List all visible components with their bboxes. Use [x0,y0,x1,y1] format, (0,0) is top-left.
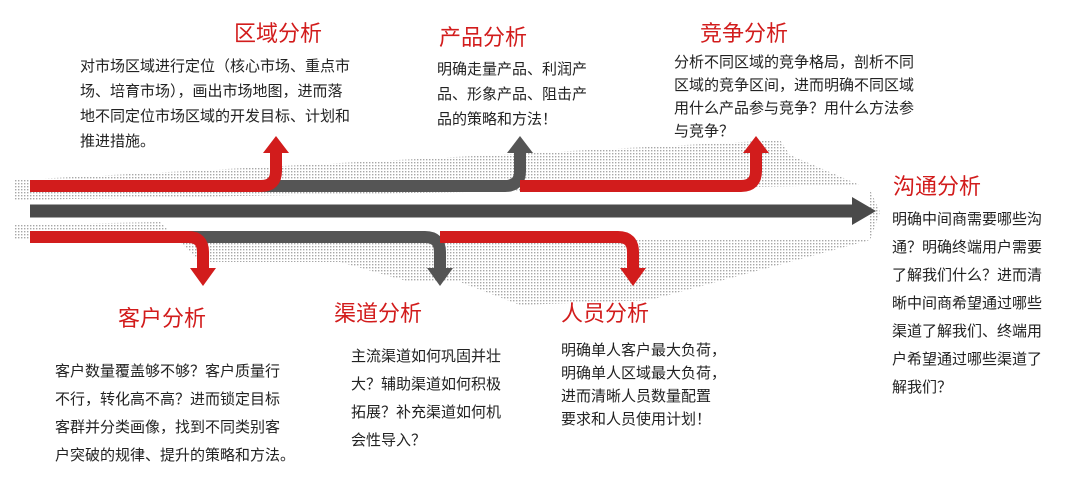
customer-title: 客户分析 [118,307,207,332]
competition-arrow-head [743,136,769,153]
communication-title: 沟通分析 [893,175,982,200]
product-description: 明确走量产品、利润产 品、形象产品、阻击产 品的策略和方法！ [437,60,588,128]
competition-description: 分析不同区域的竞争格局，剖析不同 区域的竞争区间，进而明确不同区域 用什么产品参… [674,53,915,140]
personnel-arrow-head [620,268,646,286]
region-title: 区域分析 [234,22,323,47]
communication-description: 明确中间商需要哪些沟 通？明确终端用户需要 了解我们什么？进而清 晰中间商希望通… [892,210,1043,396]
region-description: 对市场区域进行定位（核心市场、重点市 场、培育市场），画出市场地图，进而落 地不… [80,57,351,150]
personnel-description: 明确单人客户最大负荷， 明确单人区域最大负荷， 进而清晰人员数量配置 要求和人员… [561,341,727,428]
customer-arrow-head [190,268,216,286]
region-flow-line [30,153,282,192]
product-flow-line [30,153,526,192]
customer-flow-line [30,231,209,268]
competition-title: 竞争分析 [700,22,789,47]
personnel-title: 人员分析 [561,302,650,327]
competition-flow-line [520,153,762,192]
channel-description: 主流渠道如何巩固并壮 大？辅助渠道如何积极 拓展？补充渠道如何机 会性导入？ [351,347,502,449]
region-arrow-head [263,136,289,153]
channel-arrow-head [427,268,453,286]
channel-title: 渠道分析 [334,302,423,327]
product-title: 产品分析 [439,26,528,51]
customer-description: 客户数量覆盖够不够？客户质量行 不行，转化高不高？进而锁定目标 客群并分类画像，… [55,362,296,464]
personnel-flow-line [440,231,639,268]
communication-arrow-head [852,197,876,225]
product-arrow-head [507,136,533,153]
channel-flow-line [30,231,446,268]
